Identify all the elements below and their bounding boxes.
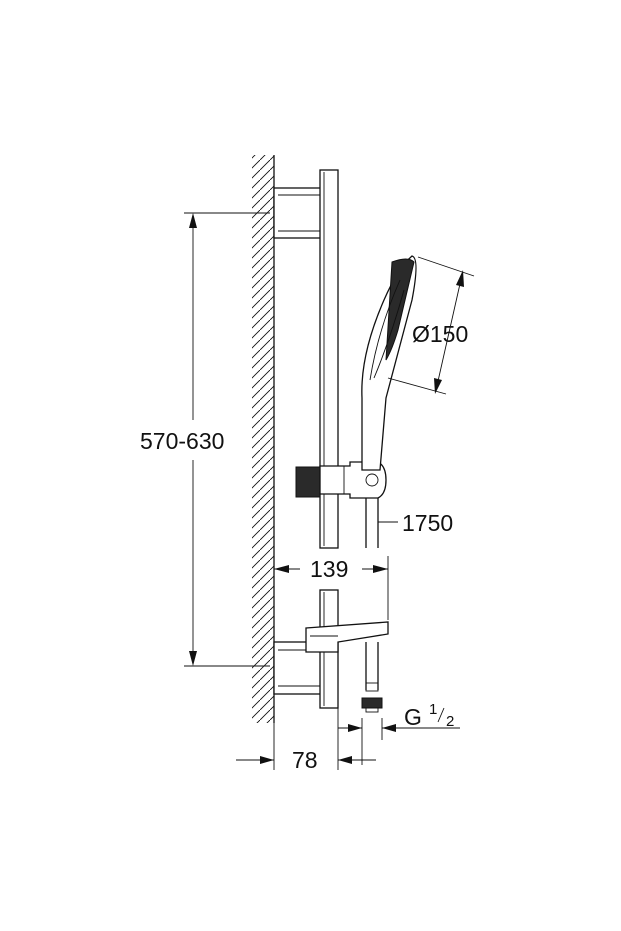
label-rail-height: 570-630 <box>140 428 224 454</box>
thread-main: G <box>404 704 422 730</box>
thread-fraction-slash <box>437 707 445 723</box>
dim-thread <box>338 718 460 765</box>
wall <box>252 155 275 723</box>
label-thread: G <box>404 704 422 730</box>
hose-lower <box>361 642 383 713</box>
dim-diameter <box>387 256 475 395</box>
hose-upper <box>365 498 379 548</box>
shelf <box>305 621 389 653</box>
upper-wall-bracket <box>273 187 323 239</box>
label-hose-length: 1750 <box>402 510 453 536</box>
dim-wall-offset <box>236 708 376 770</box>
dim-projection <box>274 556 389 620</box>
label-projection: 139 <box>310 556 348 582</box>
label-wall-offset: 78 <box>292 747 318 773</box>
wall-hatching <box>252 155 274 723</box>
label-diameter: Ø150 <box>412 321 468 347</box>
thread-numerator: 1 <box>429 701 437 718</box>
hand-shower <box>361 255 417 471</box>
dim-rail-height <box>184 212 270 667</box>
thread-denominator: 2 <box>446 713 454 730</box>
